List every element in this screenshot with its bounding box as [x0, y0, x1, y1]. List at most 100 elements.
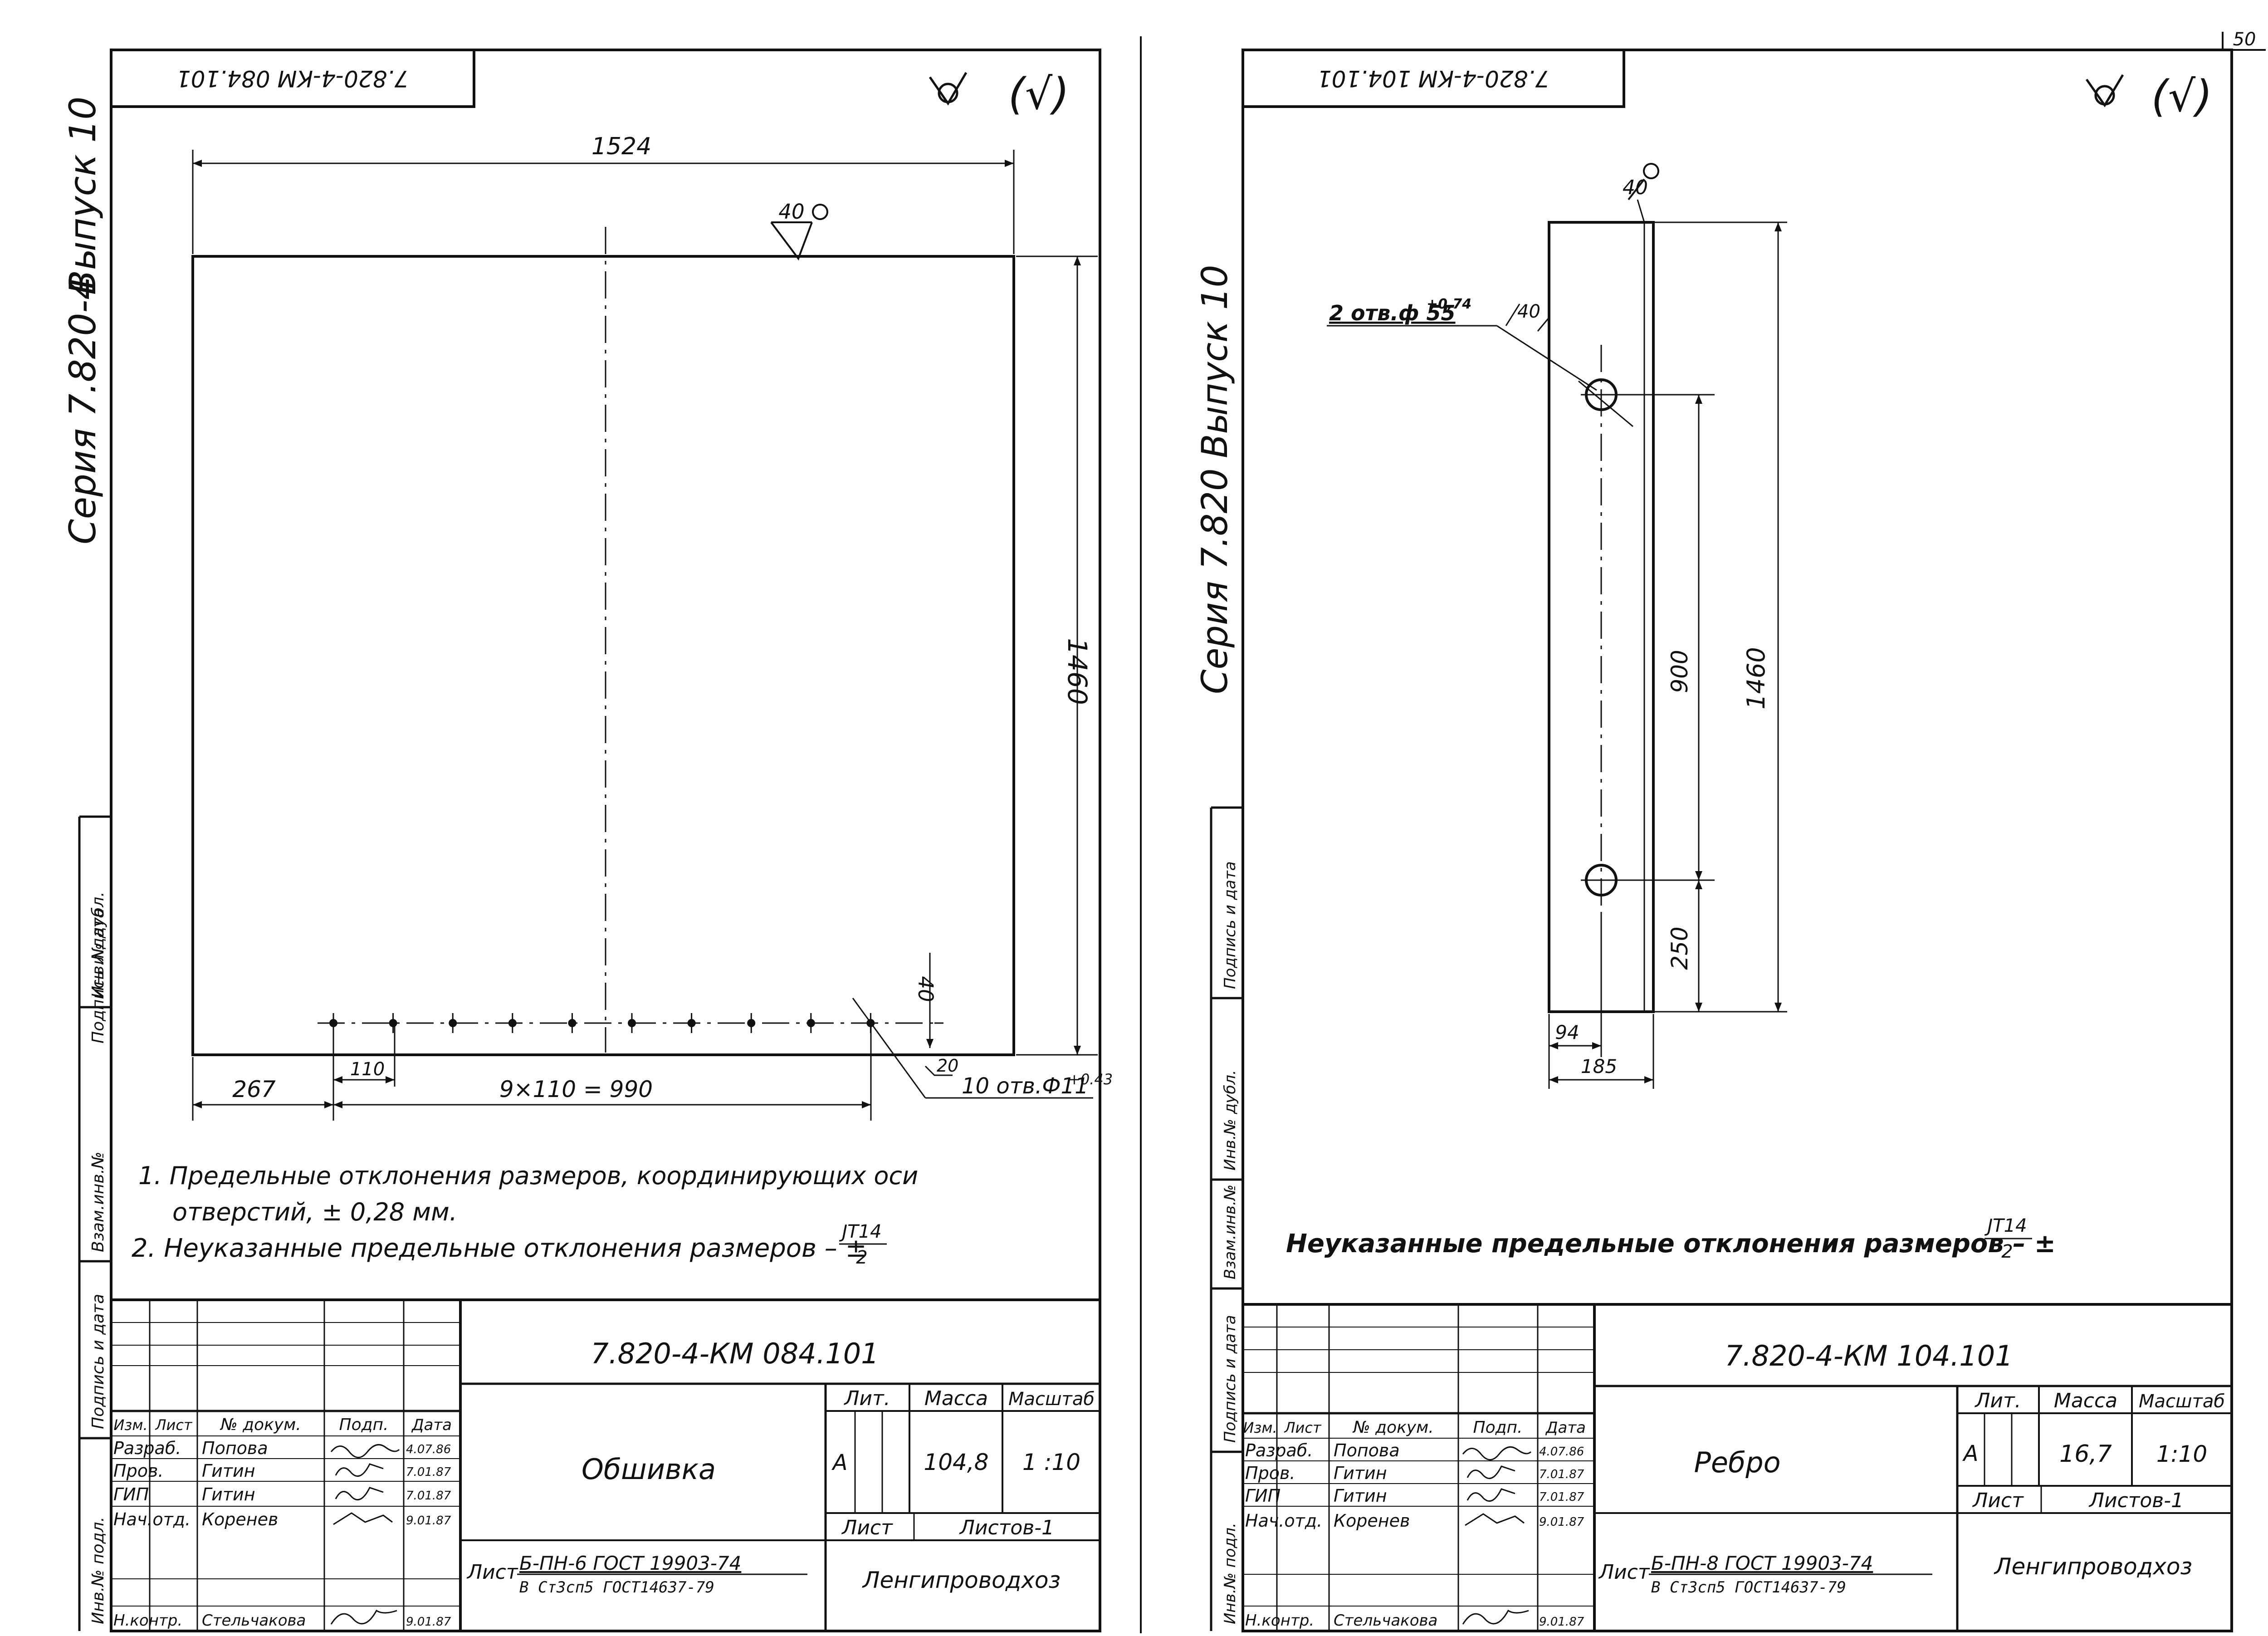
- right-side-field-1: Инв.№ подл.: [1221, 1523, 1239, 1624]
- left-tb-row-name: Стельчакова: [202, 1612, 306, 1630]
- right-tb-h-date: Дата: [1545, 1419, 1586, 1437]
- left-dim-bottom: 267 9×110 = 990 110 10 отв.Ф11 +0.43 20: [192, 998, 1113, 1121]
- right-tb-org: Ленгипроводхоз: [1994, 1553, 2192, 1580]
- right-weld-mark: 40: [1623, 163, 1659, 223]
- left-tb-row-date: 4.07.86: [406, 1443, 451, 1456]
- right-tb-row-name: Попова: [1334, 1440, 1400, 1460]
- left-tb-org: Ленгипроводхоз: [862, 1567, 1061, 1593]
- right-tb-row-name: Коренев: [1334, 1511, 1410, 1531]
- right-signatures: [1462, 1446, 1532, 1625]
- right-tb-material-top: Б-ПН-8 ГОСТ 19903-74: [1651, 1552, 1873, 1574]
- left-tb-scale-label: Масштаб: [1008, 1389, 1095, 1410]
- left-tb-row-role: Разраб.: [113, 1438, 181, 1458]
- right-dims-horizontal: 94 185: [1548, 912, 1654, 1089]
- left-tb-row-name: Коренев: [202, 1509, 278, 1529]
- left-signatures: [330, 1444, 400, 1625]
- right-stamp-box: [1242, 49, 1625, 108]
- left-sheet: 7.820-4-КМ 084.101 (√) Серия 7.820-4 Вып…: [62, 49, 1113, 1632]
- right-tb-row-date: 4.07.86: [1539, 1445, 1584, 1459]
- right-tb-lit-label: Лит.: [1974, 1389, 2021, 1412]
- right-tb-mass-label: Масса: [2054, 1389, 2117, 1412]
- left-side-field-2: Подпись и дата: [89, 1294, 108, 1429]
- right-tb-h-sign: Подп.: [1473, 1418, 1523, 1437]
- right-note-frac-num: JT14: [1984, 1215, 2027, 1236]
- right-side-field-3: Взам.инв.№: [1221, 1185, 1239, 1279]
- left-roughness-mark: (√): [929, 69, 1069, 119]
- left-tb-mass: 104,8: [924, 1449, 988, 1475]
- left-tb-name: Обшивка: [582, 1453, 716, 1486]
- right-roughness-mark: (√): [2085, 72, 2213, 122]
- left-dim-width-label: 1524: [591, 133, 651, 160]
- right-dim-width: 185: [1581, 1055, 1617, 1078]
- left-tb-mass-label: Масса: [924, 1387, 988, 1410]
- left-tb-h-date: Дата: [411, 1416, 452, 1434]
- right-dim-inner-width: 94: [1555, 1021, 1579, 1043]
- left-frame: [110, 49, 1101, 1632]
- left-note-1: 1. Предельные отклонения размеров, коорд…: [138, 1161, 918, 1190]
- right-tb-row-role: Н.контр.: [1245, 1612, 1314, 1630]
- left-tb-row-date: 7.01.87: [406, 1465, 451, 1479]
- left-tb-lit-label: Лит.: [843, 1387, 890, 1410]
- left-dim-height-label: 1460: [1062, 638, 1093, 705]
- right-tb-row-name: Стельчакова: [1334, 1612, 1437, 1630]
- left-dim-chain: 9×110 = 990: [499, 1076, 653, 1102]
- right-tb-row-name: Гитин: [1334, 1463, 1387, 1483]
- right-tb-row-name: Гитин: [1334, 1486, 1387, 1506]
- right-roughness-label: (√): [2151, 72, 2213, 122]
- left-tb-row-name: Гитин: [202, 1484, 255, 1504]
- right-side-field-2: Подпись и дата: [1221, 1315, 1239, 1443]
- left-tb-material-prefix: Лист: [466, 1561, 518, 1584]
- left-side-field-5: Подпись и дата: [89, 908, 108, 1043]
- right-tb-row-date: 7.01.87: [1539, 1468, 1584, 1481]
- left-tb-row-date: 9.01.87: [406, 1514, 451, 1528]
- right-tb-h-doc: № докум.: [1352, 1418, 1433, 1437]
- left-title-block: [111, 1298, 1100, 1631]
- right-side-series: Серия 7.820: [1195, 468, 1236, 694]
- left-weld-label: 40: [778, 200, 804, 224]
- left-tb-row-name: Гитин: [202, 1461, 255, 1481]
- left-note-1b: отверстий, ± 0,28 мм.: [172, 1198, 457, 1226]
- right-tb-code: 7.820-4-КМ 104.101: [1725, 1339, 2013, 1372]
- left-tb-sheet-label: Лист: [841, 1516, 893, 1539]
- left-tb-row-name: Попова: [202, 1438, 268, 1458]
- left-stamp-code: 7.820-4-КМ 084.101: [176, 65, 409, 92]
- left-dim-pitch: 110: [350, 1059, 385, 1080]
- left-tb-row-role: ГИП: [113, 1484, 149, 1504]
- right-weld-top-label: 40: [1623, 176, 1648, 199]
- left-dim-edge: 40: [914, 953, 943, 1048]
- left-tb-row-role: Пров.: [113, 1461, 163, 1481]
- left-plate-outline: [191, 255, 1015, 1056]
- right-tb-mass: 16,7: [2059, 1440, 2112, 1468]
- left-tb-h-doc: № докум.: [220, 1416, 301, 1434]
- right-weld-side-label: 40: [1517, 301, 1540, 322]
- left-tb-material-bottom: В Ст3сп5 ГОСТ14637-79: [519, 1578, 714, 1597]
- left-note-frac-den: 2: [856, 1247, 867, 1268]
- left-note-frac-num: JT14: [839, 1221, 881, 1242]
- left-side-field-3: Взам.инв.№: [89, 1151, 108, 1252]
- right-tb-sheet-label: Лист: [1972, 1489, 2024, 1512]
- right-tb-row-date: 9.01.87: [1539, 1515, 1584, 1529]
- right-tb-h-list: Лист: [1284, 1419, 1321, 1436]
- right-side-field-5: Подпись и дата: [1221, 861, 1239, 989]
- left-side-field-1: Инв.№ подл.: [89, 1517, 108, 1624]
- left-note-2: 2. Неуказанные предельные отклонения раз…: [132, 1234, 867, 1263]
- left-side-issue: Выпуск 10: [62, 97, 104, 295]
- left-dim-width: 1524: [192, 133, 1015, 254]
- left-tb-scale: 1 :10: [1022, 1449, 1080, 1475]
- left-tb-h-list: Лист: [155, 1416, 192, 1434]
- right-dims-vertical: 900 250 1460: [1653, 221, 1787, 1013]
- right-tb-row-role: Разраб.: [1245, 1440, 1313, 1460]
- right-title-block: [1243, 1303, 2232, 1631]
- right-holes-tol: +0,74: [1427, 296, 1471, 312]
- right-tb-h-izm: Изм.: [1243, 1419, 1277, 1436]
- right-side-issue: Выпуск 10: [1195, 265, 1236, 458]
- right-dim-bottom: 250: [1667, 926, 1693, 970]
- right-tb-scale: 1:10: [2156, 1441, 2207, 1467]
- left-side-series: Серия 7.820-4: [62, 277, 104, 544]
- right-tb-sheets-total: Листов-1: [2088, 1489, 2184, 1512]
- left-tb-h-izm: Изм.: [113, 1416, 147, 1434]
- right-sheet: 7.820-4-КМ 104.101 (√) Серия 7.820 Выпус…: [1195, 49, 2233, 1632]
- left-dim-edge-label: 40: [914, 976, 938, 1002]
- left-weld-mark: 40: [770, 200, 828, 261]
